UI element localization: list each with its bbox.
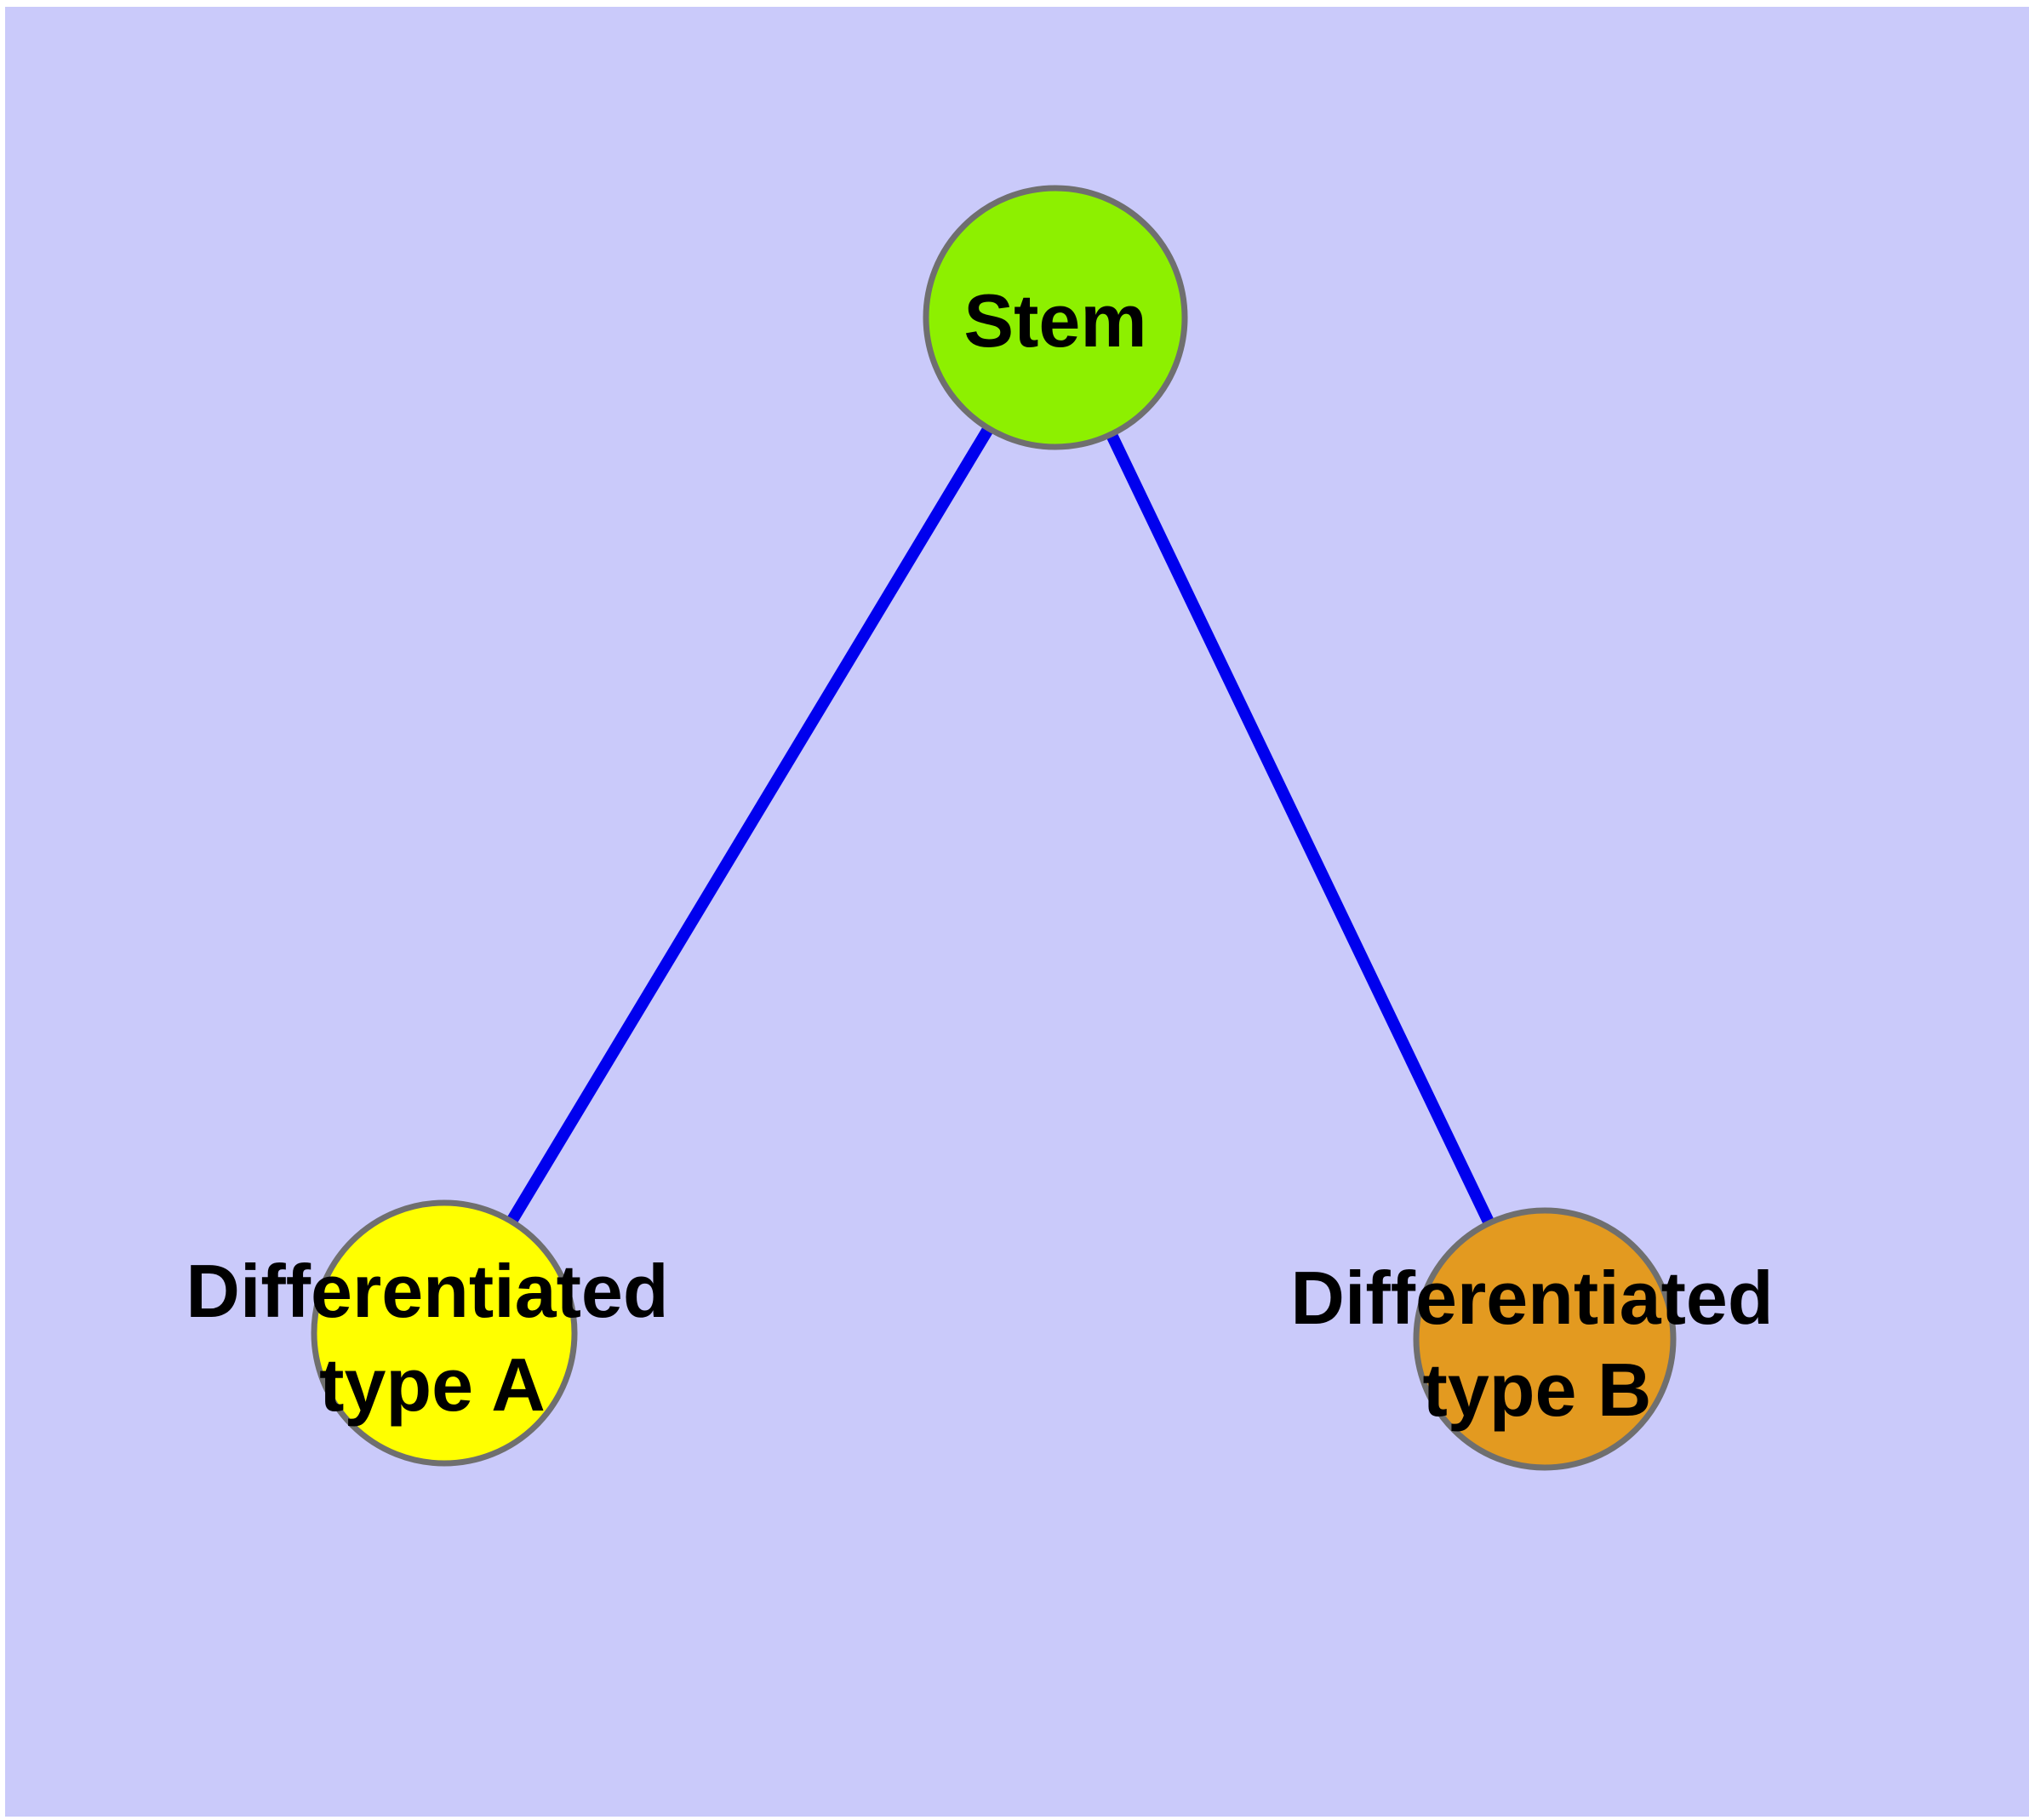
node-differentiated-type-a[interactable] — [311, 1199, 578, 1467]
edge-stem-to-type-b — [1049, 314, 1551, 1342]
node-type-b-label-line2: type B — [1423, 1348, 1652, 1432]
node-stem[interactable] — [923, 185, 1188, 450]
node-differentiated-type-b[interactable] — [1413, 1207, 1677, 1471]
node-type-a-label-line2: type A — [319, 1342, 546, 1427]
node-stem-label: Stem — [963, 278, 1146, 363]
node-type-b-label-line1: Differentiated — [1290, 1256, 1773, 1340]
node-type-a-label-line1: Differentiated — [186, 1249, 668, 1333]
edge-stem-to-type-a — [439, 314, 1060, 1336]
